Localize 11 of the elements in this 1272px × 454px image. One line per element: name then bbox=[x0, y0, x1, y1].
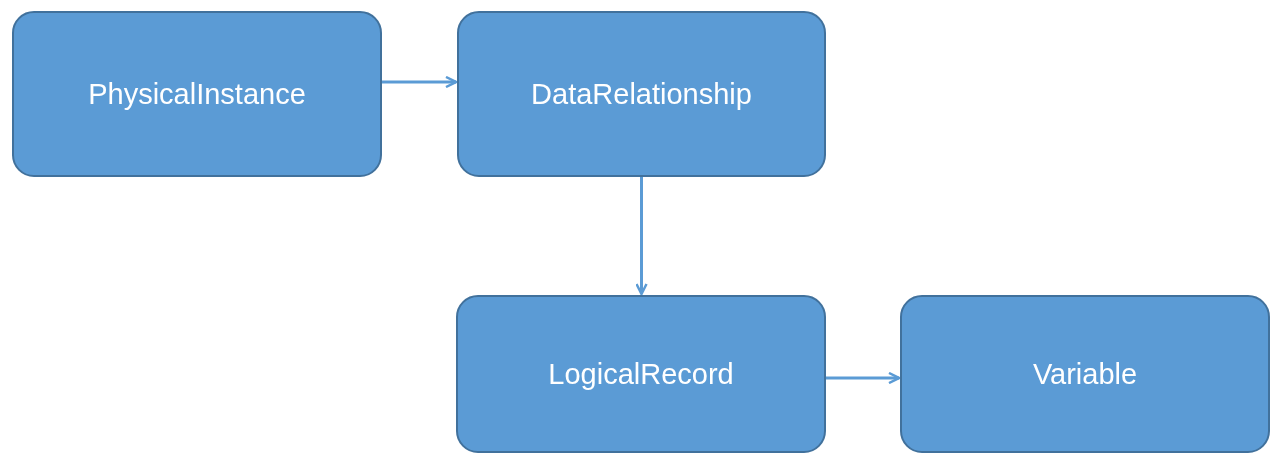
process-box bbox=[457, 11, 826, 177]
box-label: LogicalRecord bbox=[548, 357, 734, 391]
process-box bbox=[900, 295, 1270, 453]
arrow bbox=[635, 177, 648, 296]
arrow bbox=[826, 371, 901, 385]
box-label: DataRelationship bbox=[531, 77, 752, 111]
arrow bbox=[382, 75, 458, 89]
process-box bbox=[12, 11, 382, 177]
box-label: Variable bbox=[1032, 357, 1138, 391]
process-box bbox=[456, 295, 826, 453]
box-label: PhysicalInstance bbox=[88, 77, 306, 111]
